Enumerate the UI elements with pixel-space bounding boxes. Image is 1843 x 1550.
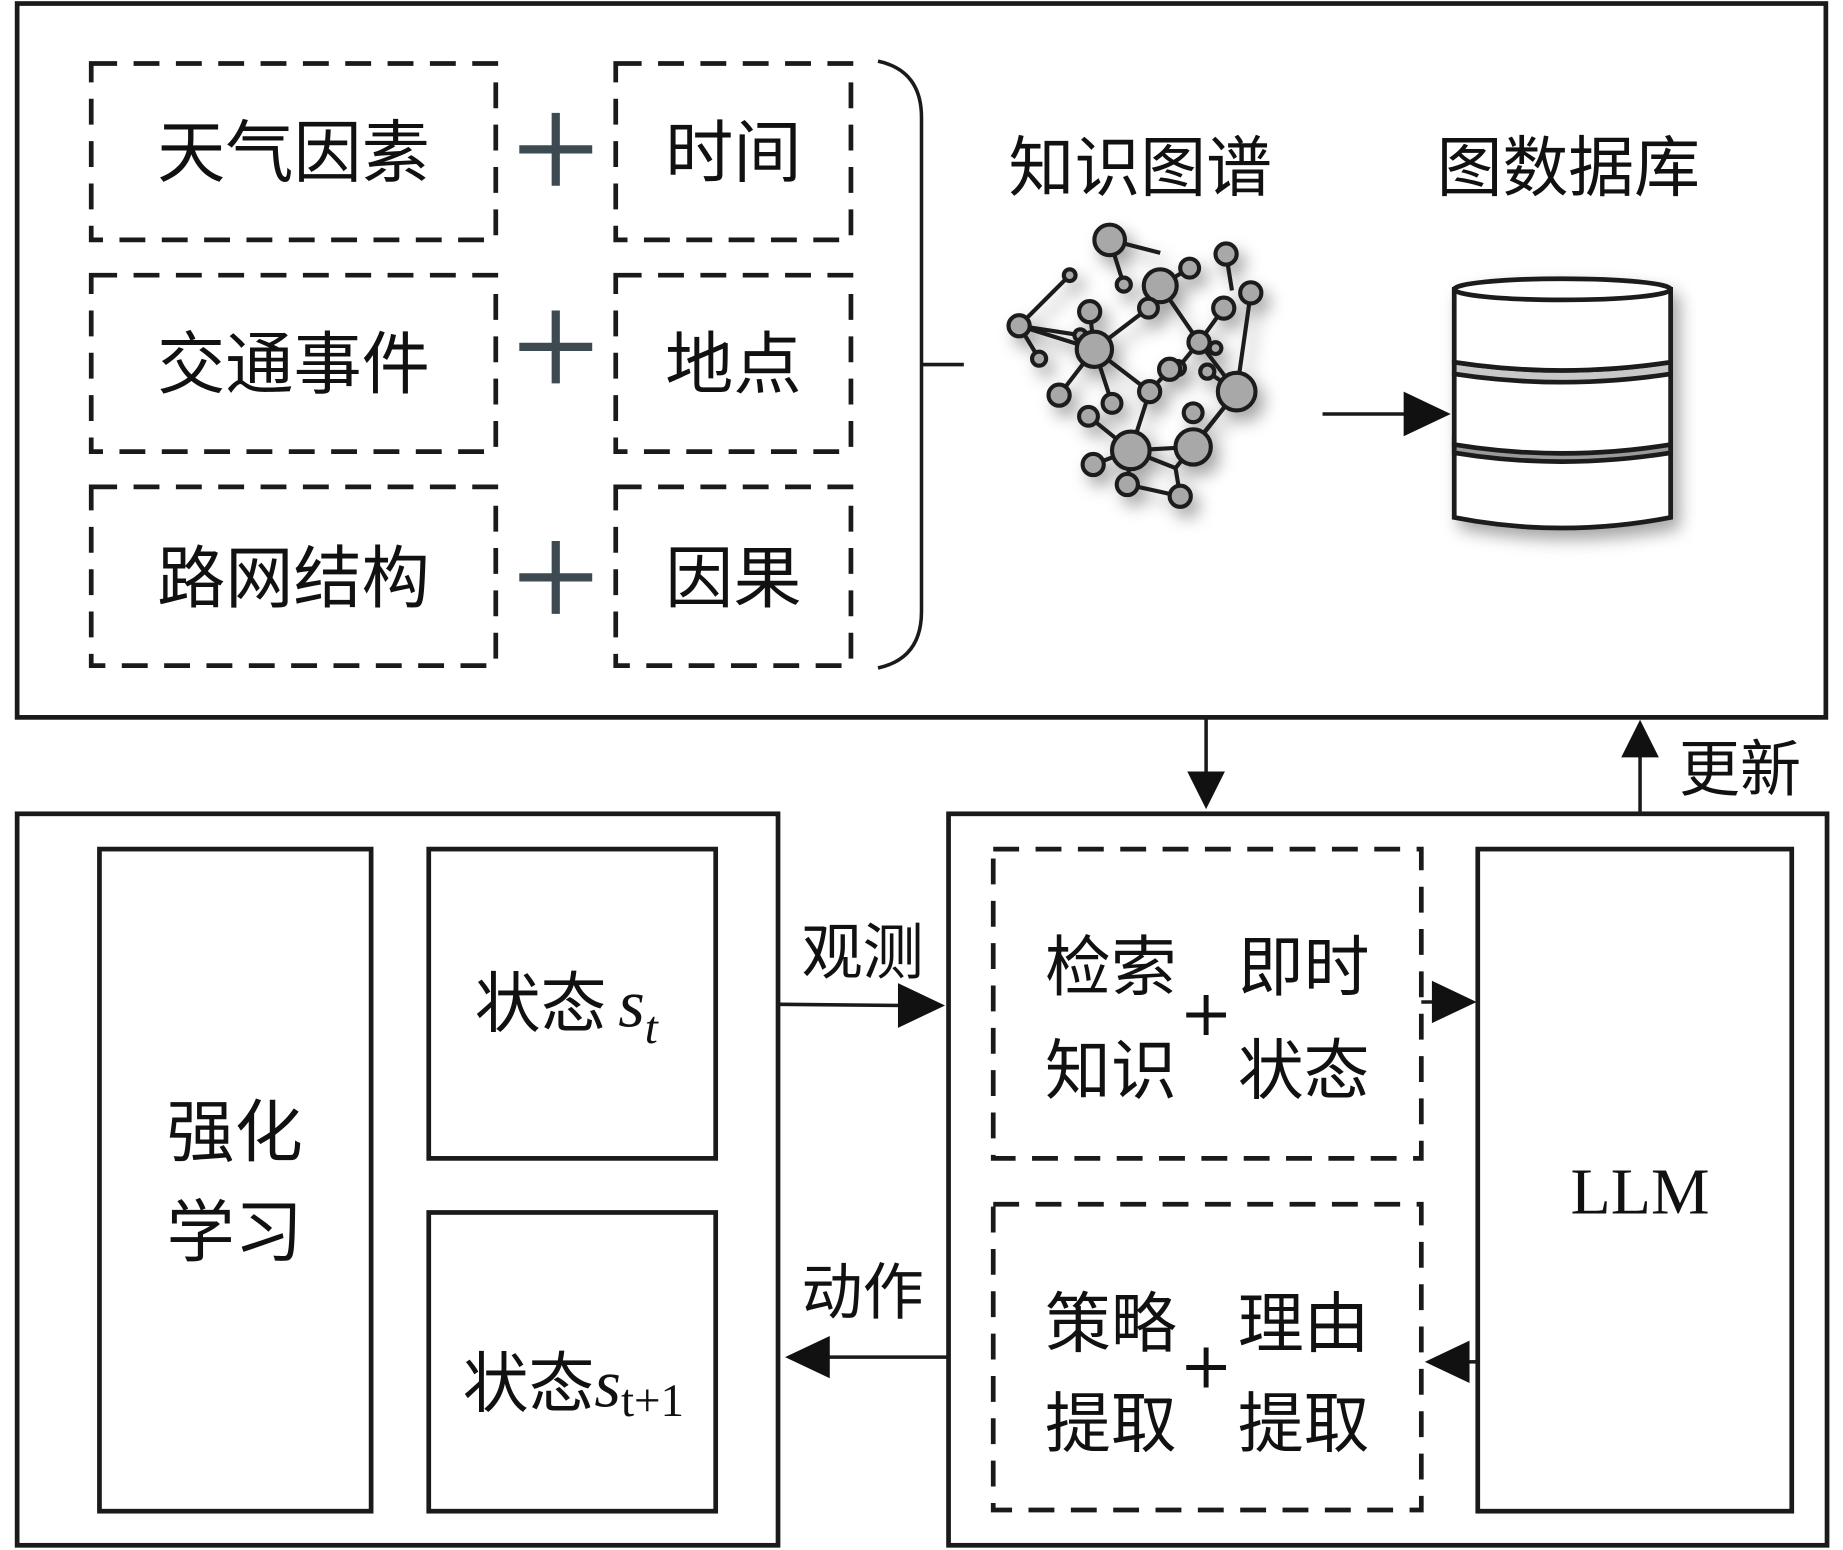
instant-state-line2: 状态 (1238, 1033, 1370, 1110)
traffic-event-label: 交通事件 (157, 326, 430, 405)
state-t1-label: 状态st+1 (463, 1346, 684, 1427)
weather-factor-label: 天气因素 (157, 114, 430, 193)
weather-factor-box (88, 61, 499, 243)
time-box (613, 61, 854, 243)
plus-icon (519, 540, 593, 614)
location-label: 地点 (665, 326, 801, 405)
state-t-box (426, 846, 719, 1161)
observe-arrow (779, 1002, 908, 1008)
plus-icon (519, 112, 593, 186)
location-box (613, 272, 854, 454)
arrowhead-down-icon (1187, 771, 1225, 810)
arrowhead-right-icon (897, 983, 946, 1028)
retrieve-knowledge-line2: 知识 (1045, 1033, 1177, 1110)
update-label: 更新 (1679, 734, 1801, 805)
policy-extract-line1: 策略 (1045, 1286, 1177, 1363)
road-network-label: 路网结构 (157, 540, 430, 619)
reason-extract-line2: 提取 (1238, 1386, 1370, 1463)
arrowhead-up-icon (1621, 719, 1659, 758)
llm-label: LLM (1571, 1156, 1710, 1229)
plus-icon (519, 310, 593, 384)
database-icon (1451, 276, 1673, 531)
retrieve-knowledge-line1: 检索 (1045, 929, 1177, 1006)
retrieve-box (990, 846, 1424, 1161)
knowledge-graph-title: 知识图谱 (1009, 130, 1272, 207)
state-t1-box (426, 1210, 719, 1514)
rl-title-line2: 学习 (167, 1194, 303, 1273)
graph-database-title: 图数据库 (1437, 130, 1700, 207)
causality-box (613, 484, 854, 668)
llm-panel (946, 811, 1830, 1548)
reason-extract-line1: 理由 (1238, 1286, 1370, 1363)
causality-label: 因果 (665, 540, 801, 619)
rl-panel (14, 811, 781, 1548)
plus-icon: + (1179, 976, 1232, 1050)
knowledge-panel (14, 1, 1829, 720)
rl-title-line1: 强化 (167, 1094, 303, 1173)
action-label: 动作 (802, 1258, 924, 1329)
traffic-event-box (88, 272, 499, 454)
policy-extract-line2: 提取 (1045, 1386, 1177, 1463)
extract-box (990, 1201, 1424, 1513)
time-label: 时间 (665, 114, 801, 193)
knowledge-graph-icon (1006, 222, 1264, 509)
observe-label: 观测 (802, 918, 924, 989)
road-network-box (88, 484, 499, 668)
arrowhead-icon (1403, 391, 1451, 437)
instant-state-line1: 即时 (1238, 929, 1370, 1006)
llm-box (1475, 846, 1795, 1514)
arrowhead-left-icon (1424, 1340, 1470, 1384)
arrowhead-right-icon (1431, 980, 1477, 1024)
rl-title-box (97, 846, 374, 1514)
plus-icon: + (1179, 1329, 1232, 1403)
grouping-brace (877, 59, 924, 670)
arrowhead-left-icon (785, 1335, 830, 1379)
